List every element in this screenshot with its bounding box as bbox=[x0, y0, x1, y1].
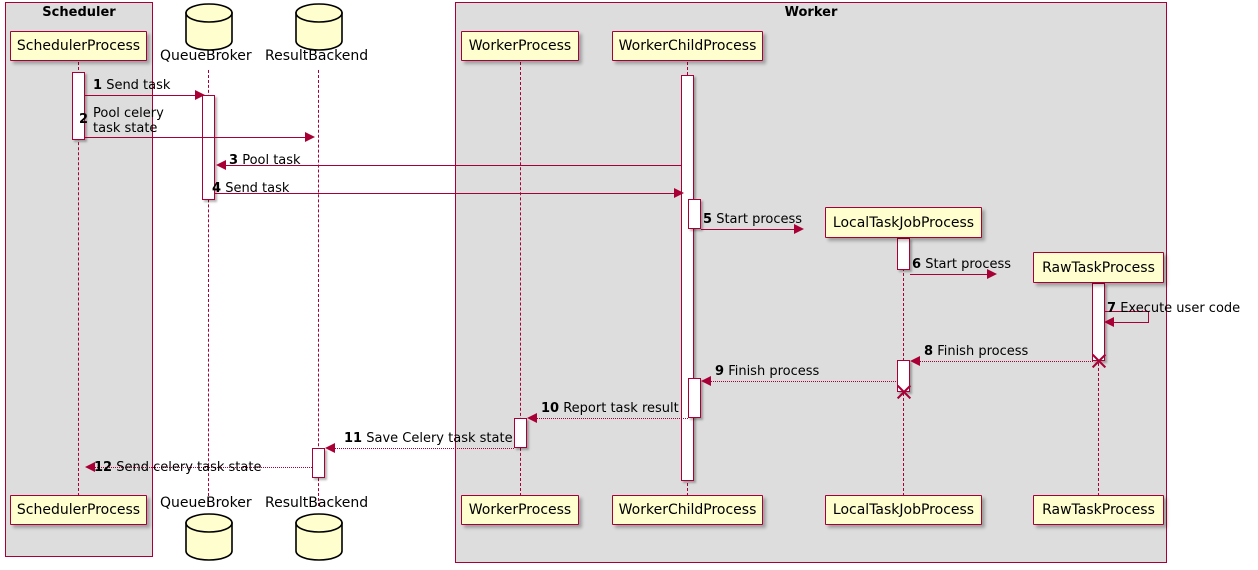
participant-worker-child-process-top[interactable]: WorkerChildProcess bbox=[612, 31, 763, 61]
message-10-number: 10 bbox=[541, 401, 560, 416]
message-10-line bbox=[530, 418, 688, 419]
message-7-line-side bbox=[1148, 311, 1149, 322]
activation-local-task-job-process-start bbox=[897, 238, 910, 270]
message-6-label: 6 Start process bbox=[912, 257, 1011, 272]
lifeline-result-backend bbox=[318, 70, 319, 506]
database-label-result-backend-bottom: ResultBackend bbox=[265, 495, 369, 511]
destroy-marker-local-task-job-process bbox=[895, 384, 912, 400]
message-8-label: 8 Finish process bbox=[924, 344, 1028, 359]
lifeline-raw-task-process bbox=[1098, 283, 1099, 496]
message-4-text: Send task bbox=[225, 181, 290, 196]
message-8-number: 8 bbox=[924, 344, 934, 359]
message-4-number: 4 bbox=[212, 181, 222, 196]
message-7-line-bottom bbox=[1113, 322, 1149, 323]
message-6-line bbox=[910, 274, 990, 275]
message-6-arrowhead bbox=[987, 269, 997, 279]
message-4-arrowhead bbox=[674, 188, 684, 198]
lifeline-worker-process bbox=[520, 62, 521, 496]
participant-worker-process-bottom[interactable]: WorkerProcess bbox=[461, 495, 579, 525]
message-8-line bbox=[913, 361, 1093, 362]
message-10-label: 10 Report task result bbox=[541, 401, 679, 416]
database-icon-queue-broker-top bbox=[184, 2, 236, 54]
message-3-line bbox=[219, 165, 681, 166]
activation-local-task-job-process-finish bbox=[897, 360, 910, 392]
message-11-label: 11 Save Celery task state bbox=[344, 431, 513, 446]
message-7-text: Execute user code bbox=[1120, 301, 1241, 316]
message-11-line bbox=[328, 448, 514, 449]
message-2-label-line1: Pool celery bbox=[93, 106, 164, 121]
message-10-arrowhead bbox=[527, 413, 537, 423]
message-9-number: 9 bbox=[715, 364, 725, 379]
message-1-arrowhead bbox=[195, 90, 205, 100]
participant-local-task-job-process-top[interactable]: LocalTaskJobProcess bbox=[825, 207, 982, 238]
message-5-arrowhead bbox=[794, 224, 804, 234]
activation-result-backend bbox=[312, 448, 325, 478]
message-11-text: Save Celery task state bbox=[366, 431, 513, 446]
message-1-label: 1 Send task bbox=[93, 78, 170, 93]
message-1-number: 1 bbox=[93, 78, 103, 93]
database-label-result-backend-top: ResultBackend bbox=[265, 48, 369, 64]
message-9-label: 9 Finish process bbox=[715, 364, 819, 379]
participant-raw-task-process-bottom[interactable]: RawTaskProcess bbox=[1033, 495, 1164, 525]
message-9-text: Finish process bbox=[728, 364, 820, 379]
message-3-arrowhead bbox=[216, 160, 226, 170]
message-9-arrowhead bbox=[701, 376, 711, 386]
participant-worker-child-process-bottom[interactable]: WorkerChildProcess bbox=[612, 495, 763, 525]
message-9-line bbox=[704, 381, 898, 382]
message-4-label: 4 Send task bbox=[212, 181, 289, 196]
activation-queue-broker bbox=[202, 95, 215, 200]
message-3-number: 3 bbox=[229, 153, 239, 168]
participant-raw-task-process-top[interactable]: RawTaskProcess bbox=[1033, 252, 1164, 283]
message-2-arrowhead bbox=[305, 132, 315, 142]
message-5-text: Start process bbox=[716, 212, 803, 227]
activation-worker-process bbox=[514, 418, 527, 448]
message-7-number: 7 bbox=[1107, 301, 1117, 316]
message-1-line bbox=[85, 95, 198, 96]
database-icon-result-backend-top bbox=[294, 2, 346, 54]
message-5-number: 5 bbox=[703, 212, 713, 227]
message-3-text: Pool task bbox=[242, 153, 301, 168]
lifeline-scheduler-process bbox=[78, 62, 79, 496]
message-7-label: 7 Execute user code bbox=[1107, 301, 1240, 316]
database-label-queue-broker-bottom: QueueBroker bbox=[160, 495, 252, 511]
message-7-line-top bbox=[1105, 311, 1148, 312]
message-5-label: 5 Start process bbox=[703, 212, 802, 227]
activation-worker-child-process-finish bbox=[688, 378, 701, 418]
message-2-number: 2 bbox=[79, 112, 89, 127]
activation-worker-child-process-main bbox=[681, 75, 694, 481]
participant-scheduler-process-top[interactable]: SchedulerProcess bbox=[10, 31, 147, 61]
message-10-text: Report task result bbox=[563, 401, 679, 416]
message-6-number: 6 bbox=[912, 257, 922, 272]
message-12-text: Send celery task state bbox=[116, 460, 262, 475]
group-title-worker: Worker bbox=[784, 5, 838, 20]
database-icon-queue-broker-bottom bbox=[184, 512, 236, 568]
database-icon-result-backend-bottom bbox=[294, 512, 346, 568]
message-3-label: 3 Pool task bbox=[229, 153, 301, 168]
activation-scheduler-process bbox=[72, 72, 85, 140]
participant-local-task-job-process-bottom[interactable]: LocalTaskJobProcess bbox=[825, 495, 982, 525]
message-11-number: 11 bbox=[344, 431, 363, 446]
message-1-text: Send task bbox=[106, 78, 171, 93]
message-11-arrowhead bbox=[325, 443, 335, 453]
participant-worker-process-top[interactable]: WorkerProcess bbox=[461, 31, 579, 61]
message-12-label: 12 Send celery task state bbox=[94, 460, 261, 475]
activation-worker-child-process-start bbox=[688, 199, 701, 229]
message-12-arrowhead bbox=[85, 462, 95, 472]
message-2-number-wrap: 2 bbox=[79, 112, 88, 127]
message-8-arrowhead bbox=[910, 356, 920, 366]
message-7-arrowhead bbox=[1104, 317, 1114, 327]
message-2-label-line2: task state bbox=[93, 121, 158, 136]
lifeline-queue-broker bbox=[208, 70, 209, 506]
participant-scheduler-process-bottom[interactable]: SchedulerProcess bbox=[10, 495, 147, 525]
message-2-line bbox=[85, 137, 308, 138]
destroy-marker-raw-task-process bbox=[1090, 353, 1107, 369]
message-8-text: Finish process bbox=[937, 344, 1029, 359]
message-6-text: Start process bbox=[925, 257, 1012, 272]
message-12-line bbox=[88, 467, 312, 468]
message-5-line bbox=[701, 229, 797, 230]
message-4-line bbox=[215, 193, 678, 194]
database-label-queue-broker-top: QueueBroker bbox=[160, 48, 252, 64]
group-title-scheduler: Scheduler bbox=[42, 5, 116, 20]
message-12-number: 12 bbox=[94, 460, 113, 475]
